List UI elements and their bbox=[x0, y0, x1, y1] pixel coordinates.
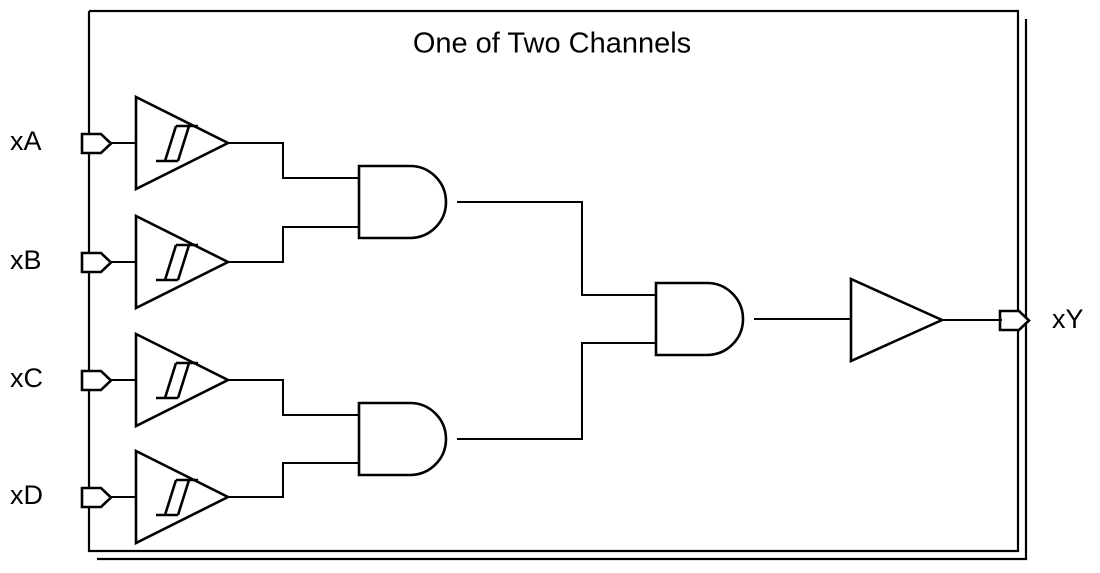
and-gate-final[interactable] bbox=[654, 281, 745, 357]
output-label-xY: xY bbox=[1052, 304, 1084, 334]
schmitt-buffer-b[interactable] bbox=[134, 213, 231, 311]
and-gates bbox=[357, 164, 745, 477]
wire-buffer-a-to-and-top bbox=[227, 142, 359, 179]
labels: One of Two Channels xA xB xC xD xY bbox=[10, 28, 1084, 510]
input-label-xA: xA bbox=[10, 126, 42, 156]
package-boundary bbox=[87, 9, 1028, 561]
hysteresis-icon bbox=[156, 124, 198, 163]
buffer-triangle-icon bbox=[134, 331, 231, 429]
wire-and-bottom-to-and-final bbox=[457, 342, 656, 440]
output-pins bbox=[998, 309, 1031, 332]
hysteresis-icon bbox=[156, 243, 198, 282]
schmitt-buffer-a[interactable] bbox=[134, 94, 231, 192]
wire-buffer-c-to-and-bottom bbox=[227, 379, 359, 416]
pin-connector-icon bbox=[80, 486, 113, 509]
schmitt-buffer-d[interactable] bbox=[134, 448, 231, 546]
buffer-triangle-icon bbox=[849, 276, 946, 364]
input-pin-xD[interactable] bbox=[80, 486, 113, 509]
buffer-triangle-icon bbox=[134, 94, 231, 192]
and-gate-icon bbox=[654, 281, 745, 357]
wire-and-top-to-and-final bbox=[457, 201, 656, 296]
input-pins bbox=[80, 132, 113, 509]
pin-connector-icon bbox=[998, 309, 1031, 332]
pin-connector-icon bbox=[80, 369, 113, 392]
package-boundary-outer bbox=[97, 19, 1028, 561]
wire-buffer-b-to-and-top bbox=[227, 226, 359, 263]
wire-buffer-d-to-and-bottom bbox=[227, 462, 359, 498]
package-boundary-inner bbox=[87, 9, 1020, 553]
input-pin-xB[interactable] bbox=[80, 251, 113, 274]
diagram-title: One of Two Channels bbox=[413, 28, 691, 60]
output-pin-xY[interactable] bbox=[998, 309, 1031, 332]
pin-connector-icon bbox=[80, 251, 113, 274]
hysteresis-icon bbox=[156, 361, 198, 400]
pin-connector-icon bbox=[80, 132, 113, 155]
hysteresis-icon bbox=[156, 478, 198, 517]
output-buffer[interactable] bbox=[849, 276, 946, 364]
buffer-triangle-icon bbox=[134, 213, 231, 311]
and-gate-icon bbox=[357, 401, 448, 477]
wiring bbox=[110, 142, 1002, 498]
input-label-xB: xB bbox=[10, 245, 42, 275]
and-gate-bottom[interactable] bbox=[357, 401, 448, 477]
input-label-xD: xD bbox=[10, 480, 43, 510]
input-pin-xC[interactable] bbox=[80, 369, 113, 392]
input-buffers bbox=[134, 94, 231, 546]
and-gate-top[interactable] bbox=[357, 164, 448, 240]
input-label-xC: xC bbox=[10, 363, 43, 393]
schmitt-buffer-c[interactable] bbox=[134, 331, 231, 429]
input-pin-xA[interactable] bbox=[80, 132, 113, 155]
buffer-triangle-icon bbox=[134, 448, 231, 546]
and-gate-icon bbox=[357, 164, 448, 240]
